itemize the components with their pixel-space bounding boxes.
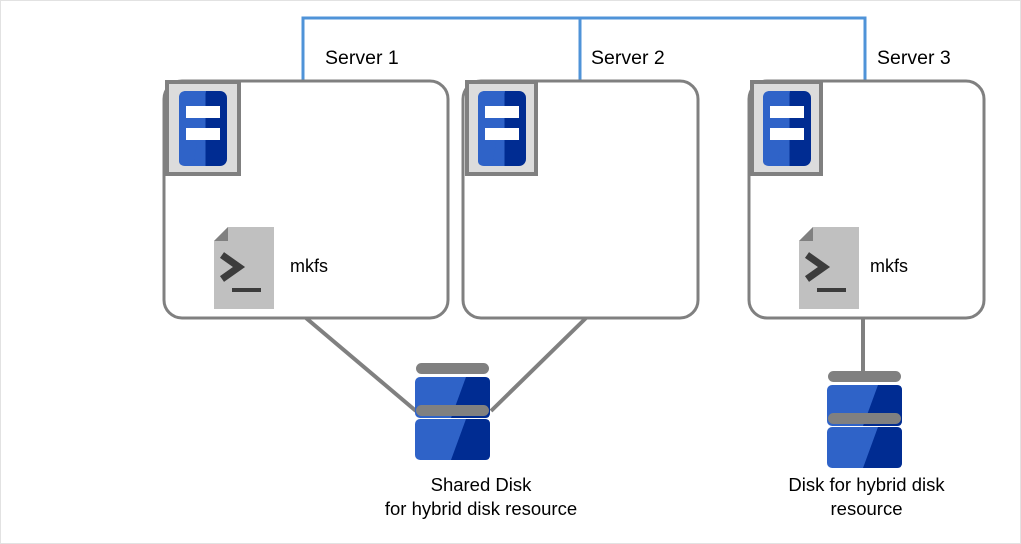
server-1-mkfs-icon xyxy=(214,227,274,309)
server-3-mkfs-label: mkfs xyxy=(870,256,908,276)
server-2-icon-group xyxy=(465,80,538,176)
server-1-mkfs-label: mkfs xyxy=(290,256,328,276)
server-1-label: Server 1 xyxy=(325,47,399,69)
server-3-mkfs-icon xyxy=(799,227,859,309)
server-3-icon-group xyxy=(750,80,823,176)
local-disk-icon[interactable] xyxy=(827,371,902,468)
server-1-icon-group xyxy=(165,80,241,176)
shared-disk-icon[interactable] xyxy=(415,363,490,460)
shared-disk-caption: Shared Disk for hybrid disk resource xyxy=(384,474,578,520)
interconnect-bus xyxy=(301,16,867,81)
server-2-label: Server 2 xyxy=(591,47,665,69)
server-3-label: Server 3 xyxy=(877,47,951,69)
local-disk-caption: Disk for hybrid disk resource xyxy=(788,474,945,520)
shared-disk-connectors xyxy=(304,316,588,413)
